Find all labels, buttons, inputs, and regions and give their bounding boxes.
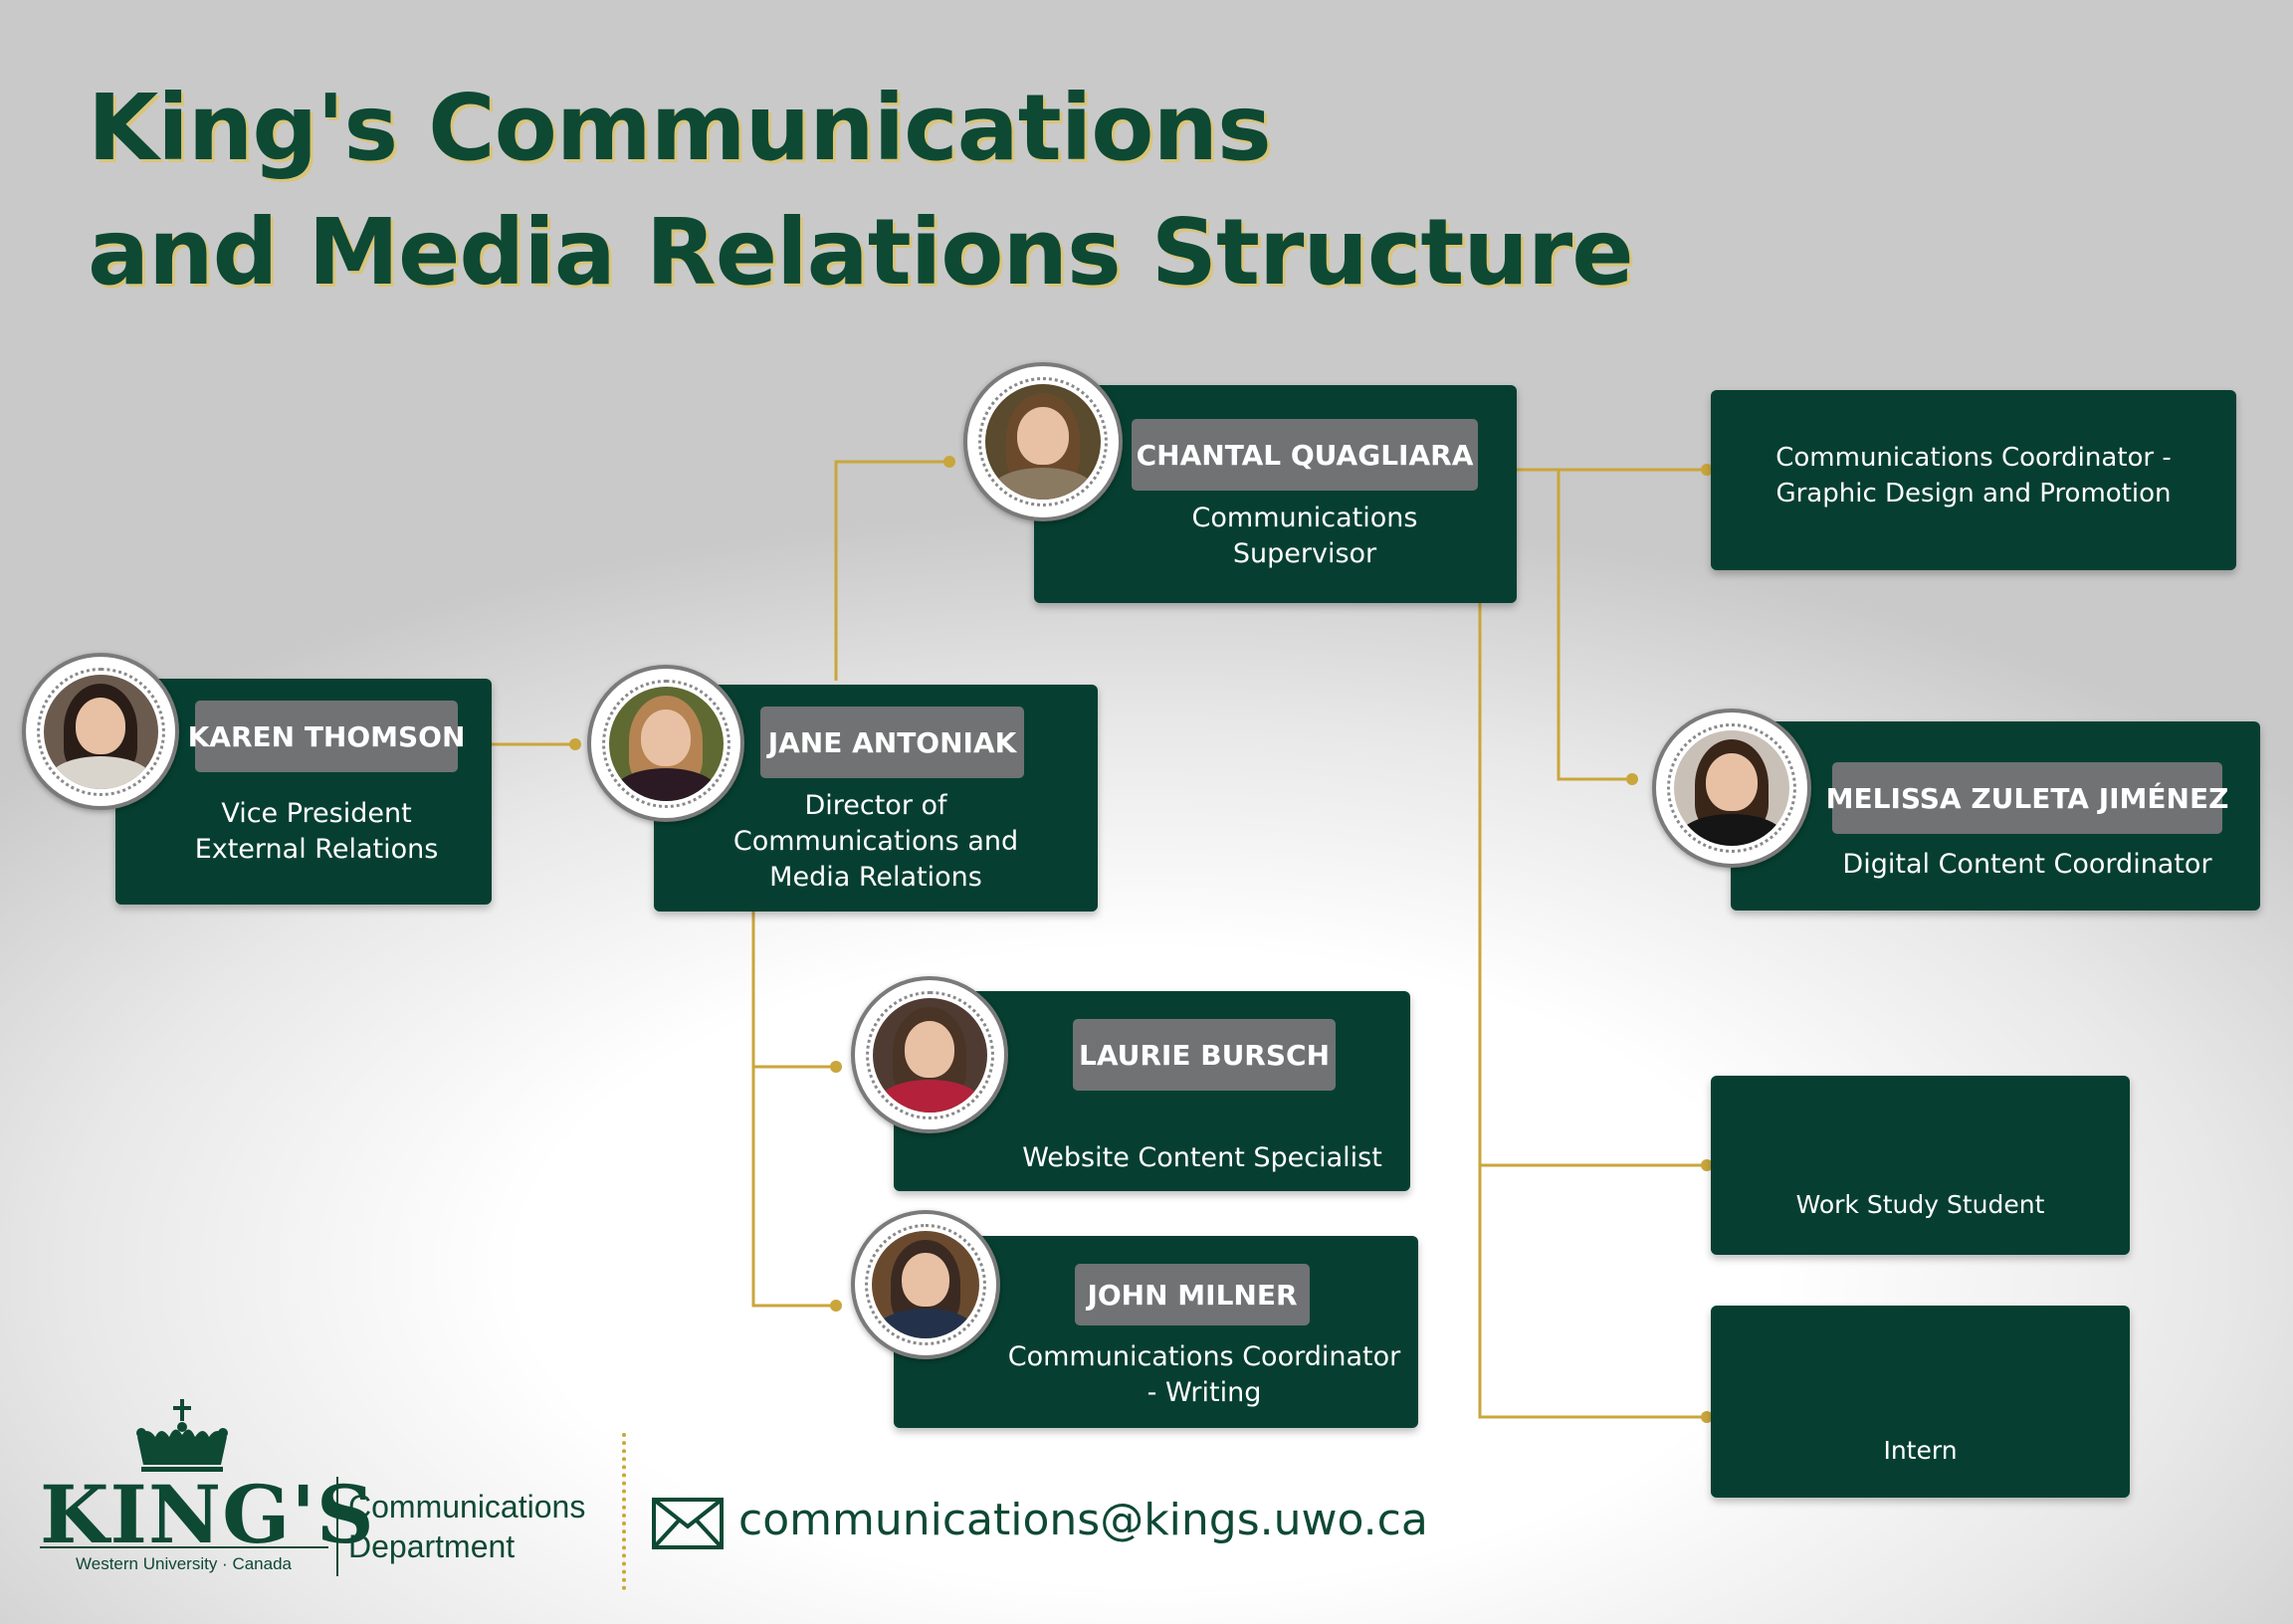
role-chantal-quagliara: Communications Supervisor <box>1191 503 1418 569</box>
name-karen-thomson: KAREN THOMSON <box>188 701 465 772</box>
department-name: Communications Department <box>348 1487 585 1566</box>
kings-wordmark: KING'S <box>40 1468 375 1561</box>
connector-dot <box>569 738 581 750</box>
connector-dot <box>830 1300 842 1312</box>
department-line-1: Communications <box>348 1489 586 1524</box>
role-jane-antoniak: Director of Communications and Media Rel… <box>732 790 1019 893</box>
logo-divider <box>336 1477 338 1576</box>
avatar-laurie-bursch <box>851 976 1008 1133</box>
kings-subtitle: Western University · Canada <box>76 1554 292 1573</box>
role-karen-thomson: Vice President External Relations <box>194 798 439 865</box>
name-jane-antoniak: JANE ANTONIAK <box>760 707 1024 778</box>
logo-underline <box>40 1546 328 1548</box>
connector-jane-chantal <box>834 460 949 681</box>
card-jane-antoniak: JANE ANTONIAK Director of Communications… <box>654 685 1098 912</box>
name-john-milner: JOHN MILNER <box>1075 1264 1310 1325</box>
department-line-2: Department <box>348 1528 516 1564</box>
card-melissa-zuleta-jimenez: MELISSA ZULETA JIMÉNEZ Digital Content C… <box>1731 721 2260 911</box>
connector-jane-laurie <box>751 912 836 1308</box>
title-line-1: King's Communications <box>88 75 1272 181</box>
contact-email[interactable]: communications@kings.uwo.ca <box>738 1495 1428 1545</box>
kings-logo: KING'S Western University · Canada Commu… <box>40 1397 617 1576</box>
connector-dot <box>943 456 955 468</box>
footer-dotted-divider <box>622 1433 626 1590</box>
connector-dot <box>830 1061 842 1073</box>
connector-dot <box>1701 464 1713 476</box>
page-title: King's Communications and Media Relation… <box>88 66 1634 314</box>
role-melissa-zuleta-jimenez: Digital Content Coordinator <box>1842 849 2212 880</box>
crown-icon <box>136 1399 228 1472</box>
role-laurie-bursch-title: Website Content Specialist <box>1022 1142 1382 1173</box>
role-graphic-design-coordinator: Communications Coordinator - Graphic Des… <box>1775 443 2172 508</box>
title-line-2: and Media Relations Structure <box>88 199 1634 305</box>
avatar-karen-thomson <box>22 653 179 810</box>
envelope-icon <box>652 1498 724 1549</box>
card-intern: Intern <box>1711 1306 2130 1498</box>
role-laurie-bursch: Website Content Specialist (Contract) <box>993 1105 1411 1249</box>
role-john-milner: Communications Coordinator - Writing <box>1007 1341 1401 1408</box>
connector-dot <box>1701 1159 1713 1171</box>
role-intern: Intern <box>1883 1436 1958 1465</box>
card-work-study-student: Work Study Student <box>1711 1076 2130 1255</box>
card-karen-thomson: KAREN THOMSON Vice President External Re… <box>115 679 492 905</box>
name-chantal-quagliara: CHANTAL QUAGLIARA <box>1132 419 1478 491</box>
card-chantal-quagliara: CHANTAL QUAGLIARA Communications Supervi… <box>1034 385 1517 603</box>
connector-chantal-melissa <box>1557 470 1632 781</box>
connector-dot <box>1701 1411 1713 1423</box>
name-melissa-zuleta-jimenez: MELISSA ZULETA JIMÉNEZ <box>1826 762 2228 834</box>
name-laurie-bursch: LAURIE BURSCH <box>1073 1019 1336 1091</box>
avatar-john-milner <box>851 1210 1000 1359</box>
avatar-chantal-quagliara <box>963 362 1123 521</box>
avatar-jane-antoniak <box>587 665 744 822</box>
role-work-study-student: Work Study Student <box>1795 1190 2045 1219</box>
connector-chantal-down <box>1478 603 1707 1419</box>
connector-dot <box>1626 773 1638 785</box>
card-graphic-design-coordinator: Communications Coordinator - Graphic Des… <box>1711 390 2236 570</box>
avatar-melissa-zuleta-jimenez <box>1652 709 1811 868</box>
